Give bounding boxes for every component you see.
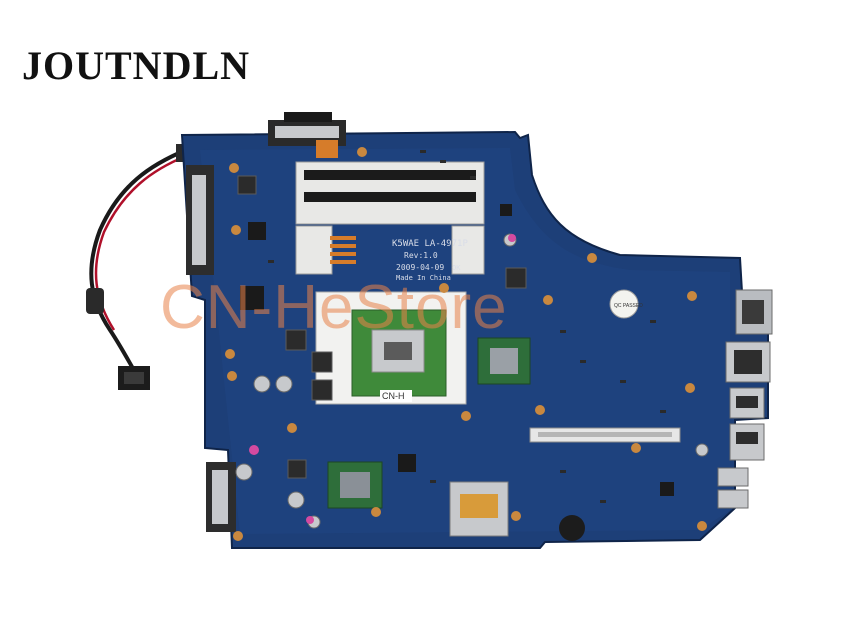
smd-components	[268, 150, 666, 503]
audio-jacks	[717, 467, 749, 509]
ic-chips	[240, 204, 674, 496]
cpu-socket: CN-H	[315, 291, 467, 405]
sata-connector-bottom	[206, 462, 236, 532]
board-made-text: Made In China	[396, 274, 451, 282]
brand-name: JOUTNDLN	[22, 43, 251, 88]
buzzer	[559, 515, 585, 541]
sata-connector-top	[186, 165, 214, 275]
marking-blocks	[316, 140, 356, 264]
board-model-text: K5WAE LA-4971P	[392, 239, 468, 249]
card-reader	[449, 481, 509, 537]
board-rev-text: Rev:1.0	[404, 251, 438, 260]
dc-power-cable	[86, 144, 190, 390]
usb-port-2	[729, 423, 765, 461]
rj45-port	[725, 341, 771, 383]
qc-sticker-text: QC PASSED	[614, 303, 643, 309]
board-ok-text: OK	[452, 264, 461, 272]
board-date-text: 2009-04-09	[396, 263, 444, 272]
inductors	[237, 175, 527, 479]
southbridge-chip	[327, 461, 383, 509]
cpu-label: CN-H	[382, 391, 405, 401]
mounting-pads	[225, 147, 707, 541]
display-connector	[529, 427, 681, 443]
ram-slot	[295, 161, 485, 275]
qc-sticker: QC PASSED	[609, 289, 643, 319]
capacitors	[235, 233, 709, 529]
northbridge-chip	[477, 337, 531, 385]
vga-port	[735, 289, 773, 335]
usb-port-1	[729, 387, 765, 419]
